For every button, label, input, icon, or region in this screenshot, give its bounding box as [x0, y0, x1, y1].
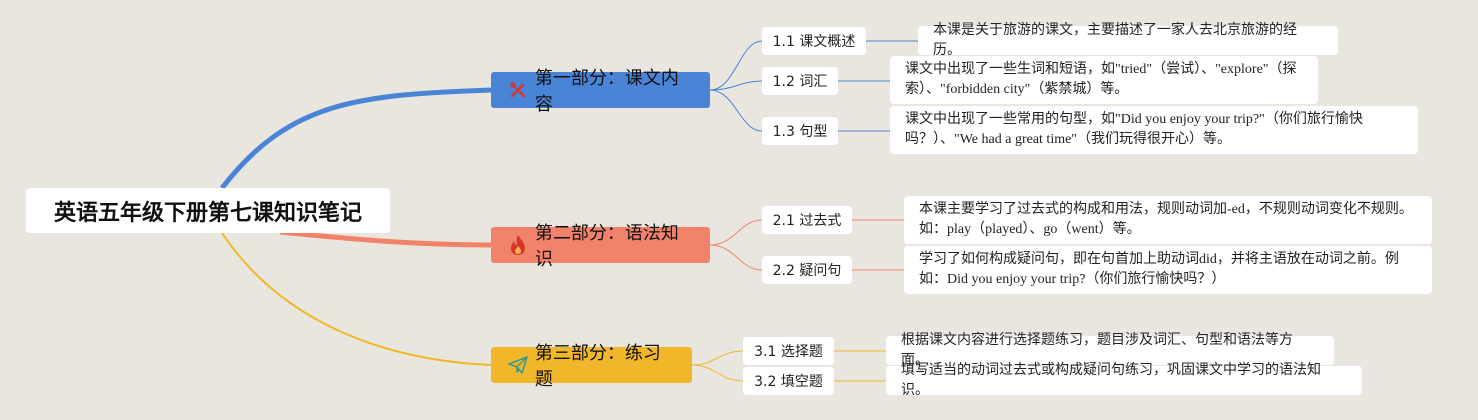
root-topic[interactable]: 英语五年级下册第七课知识笔记	[26, 188, 390, 233]
root-title: 英语五年级下册第七课知识笔记	[53, 200, 362, 226]
subtopic-label: 1.2 词汇	[772, 74, 828, 90]
fire-icon	[507, 234, 529, 256]
note-text: 本课主要学习了过去式的构成和用法，规则动词加-ed，不规则动词变化不规则。如：p…	[919, 202, 1413, 237]
subtopic-label: 3.1 选择题	[754, 344, 823, 360]
branch-label: 第三部分：练习题	[534, 343, 661, 390]
note-2-1: 本课主要学习了过去式的构成和用法，规则动词加-ed，不规则动词变化不规则。如：p…	[904, 196, 1432, 244]
note-text: 本课是关于旅游的课文，主要描述了一家人去北京旅游的经历。	[933, 22, 1297, 58]
note-text: 课文中出现了一些生词和短语，如"tried"（尝试）、"explore"（探索）…	[905, 62, 1297, 97]
note-2-2: 学习了如何构成疑问句，即在句首加上助动词did，并将主语放在动词之前。例如：Di…	[904, 246, 1432, 294]
subtopic-label: 2.2 疑问句	[772, 263, 842, 279]
note-1-2: 课文中出现了一些生词和短语，如"tried"（尝试）、"explore"（探索）…	[890, 56, 1318, 104]
note-1-1: 本课是关于旅游的课文，主要描述了一家人去北京旅游的经历。	[918, 23, 1338, 58]
branch-topic-3[interactable]: 第三部分：练习题	[491, 343, 692, 390]
subtopic-label: 2.1 过去式	[772, 213, 842, 229]
tools-icon	[507, 79, 529, 101]
subtopic-3-1[interactable]: 3.1 选择题	[743, 337, 834, 365]
subtopic-label: 1.1 课文概述	[772, 34, 856, 50]
subtopic-1-3[interactable]: 1.3 句型	[762, 117, 838, 145]
note-text: 根据课文内容进行选择题练习，题目涉及词汇、句型和语法等方面。	[901, 332, 1293, 368]
subtopic-1-1[interactable]: 1.1 课文概述	[762, 27, 866, 55]
note-3-2: 填写适当的动词过去式或构成疑问句练习，巩固课文中学习的语法知识。	[886, 363, 1362, 398]
branch-label: 第一部分：课文内容	[534, 68, 679, 115]
subtopic-1-2[interactable]: 1.2 词汇	[762, 67, 838, 95]
note-text: 填写适当的动词过去式或构成疑问句练习，巩固课文中学习的语法知识。	[901, 362, 1321, 398]
subtopic-label: 1.3 句型	[772, 124, 828, 140]
subtopic-2-2[interactable]: 2.2 疑问句	[762, 256, 852, 284]
subtopic-3-2[interactable]: 3.2 填空题	[743, 367, 834, 395]
branch-label: 第二部分：语法知识	[534, 223, 679, 270]
branch-topic-1[interactable]: 第一部分：课文内容	[491, 68, 710, 115]
branch-topic-2[interactable]: 第二部分：语法知识	[491, 223, 710, 270]
subtopic-label: 3.2 填空题	[754, 374, 823, 390]
note-text: 课文中出现了一些常用的句型，如"Did you enjoy your trip?…	[905, 112, 1363, 147]
subtopic-2-1[interactable]: 2.1 过去式	[762, 206, 852, 234]
note-1-3: 课文中出现了一些常用的句型，如"Did you enjoy your trip?…	[890, 106, 1418, 154]
paper-plane-icon	[507, 354, 529, 376]
note-3-1: 根据课文内容进行选择题练习，题目涉及词汇、句型和语法等方面。	[886, 333, 1334, 368]
note-text: 学习了如何构成疑问句，即在句首加上助动词did，并将主语放在动词之前。例如：Di…	[919, 252, 1399, 287]
